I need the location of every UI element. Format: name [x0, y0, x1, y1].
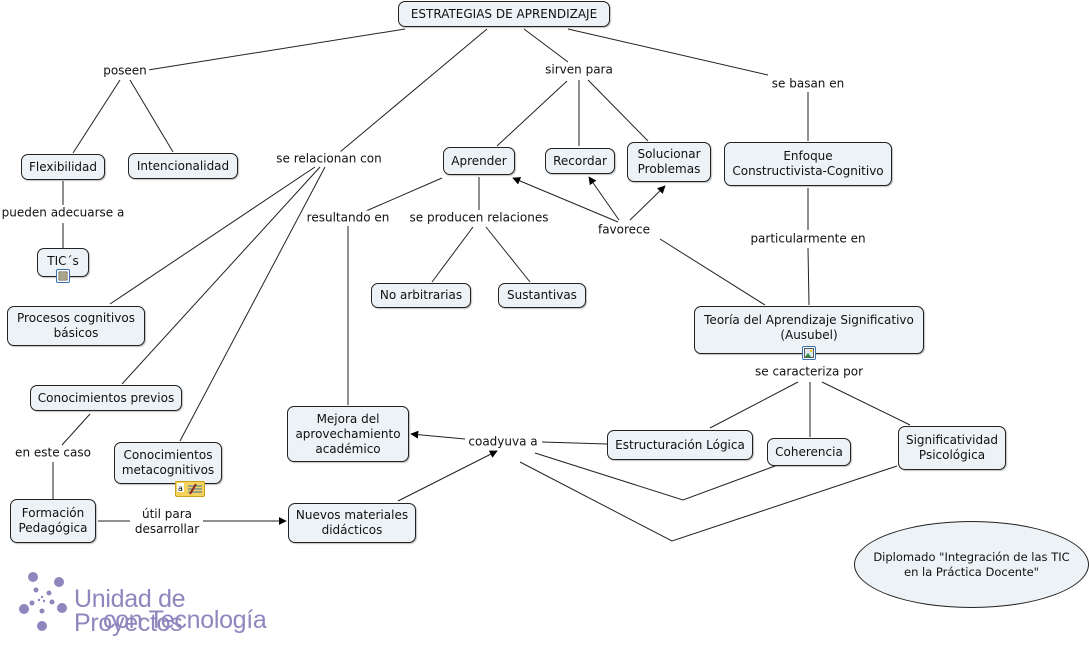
concept-estructuracion[interactable]: Estructuración Lógica	[607, 430, 753, 460]
logo-dots-icon	[19, 572, 67, 631]
concept-previos[interactable]: Conocimientos previos	[30, 385, 182, 411]
link-poseen-intenc	[129, 79, 174, 153]
concept-procesos[interactable]: Procesos cognitivos básicos	[7, 306, 145, 346]
concept-enfoque[interactable]: Enfoque Constructivista-Cognitivo	[724, 142, 892, 186]
annotation-icon[interactable]: a	[175, 481, 205, 497]
concept-solucionar[interactable]: Solucionar Problemas	[627, 142, 711, 182]
concept-flexibilidad[interactable]: Flexibilidad	[21, 154, 105, 180]
link-teoria-favorece	[659, 238, 766, 306]
link-root-basan	[567, 28, 769, 76]
linking-resultando-en[interactable]: resultando en	[304, 210, 392, 226]
link-partic-teoria	[807, 247, 810, 306]
link-relac-previos	[121, 166, 321, 385]
logo-line-1: Unidad de Proyectos	[74, 585, 186, 637]
link-coherencia-coadyuva-path	[534, 452, 776, 501]
concept-no-arbitrarias[interactable]: No arbitrarias	[371, 283, 471, 308]
concept-aprender[interactable]: Aprender	[443, 147, 515, 175]
link-favorece-recordar	[588, 176, 620, 221]
linking-util-para-desarrollar[interactable]: útil para desarrollar	[132, 507, 202, 537]
svg-text:a: a	[178, 484, 183, 493]
concept-root[interactable]: ESTRATEGIAS DE APRENDIZAJE	[398, 1, 610, 27]
link-nuevos-coadyuva	[397, 450, 498, 502]
link-sirven-aprender	[496, 80, 568, 147]
linking-coadyuva-a[interactable]: coadyuva a	[466, 434, 540, 450]
linking-poseen[interactable]: poseen	[101, 63, 149, 79]
link-coadyuva-mejora	[410, 430, 466, 440]
link-relac-meta	[179, 166, 326, 442]
link-previos-caso	[61, 413, 91, 446]
linking-en-este-caso[interactable]: en este caso	[13, 445, 93, 461]
concept-coherencia[interactable]: Coherencia	[767, 438, 851, 466]
link-root-relac	[339, 28, 488, 153]
logo-line-2: con Tecnología	[103, 606, 267, 634]
concept-mejora[interactable]: Mejora del aprovechamiento académico	[287, 406, 409, 462]
linking-se-caracteriza-por[interactable]: se caracteriza por	[753, 364, 865, 380]
link-caract-signif	[821, 381, 911, 426]
link-favorece-aprender	[512, 177, 619, 223]
link-estruct-coadyuva	[541, 441, 608, 445]
link-producen-sust	[485, 226, 531, 283]
link-signif-coadyuva-path	[519, 461, 898, 542]
link-aprender-resultando	[365, 177, 443, 212]
concept-recordar[interactable]: Recordar	[545, 148, 615, 174]
linking-sirven-para[interactable]: sirven para	[543, 62, 615, 78]
linking-particularmente-en[interactable]: particularmente en	[748, 231, 868, 247]
document-icon[interactable]	[56, 269, 70, 283]
link-root-poseen	[147, 28, 406, 71]
concept-sustantivas[interactable]: Sustantivas	[498, 283, 586, 308]
linking-favorece[interactable]: favorece	[595, 222, 653, 238]
linking-se-basan-en[interactable]: se basan en	[769, 76, 847, 92]
concept-meta[interactable]: Conocimientos metacognitivos	[114, 442, 222, 484]
image-icon[interactable]	[802, 346, 816, 360]
link-producen-noarb	[431, 226, 474, 283]
link-relac-procesos	[109, 166, 316, 305]
linking-se-relacionan-con[interactable]: se relacionan con	[274, 151, 384, 167]
link-caract-estruct	[709, 381, 799, 429]
linking-se-producen-relaciones[interactable]: se producen relaciones	[407, 210, 551, 226]
link-poseen-flex	[72, 79, 121, 154]
concept-nuevos[interactable]: Nuevos materiales didácticos	[288, 503, 416, 543]
linking-pueden-adecuarse-a[interactable]: pueden adecuarse a	[0, 205, 127, 221]
diplomado-badge: Diplomado "Integración de las TIC en la …	[854, 521, 1089, 608]
concept-significatividad[interactable]: Significatividad Psicológica	[898, 426, 1006, 470]
concept-intencionalidad[interactable]: Intencionalidad	[128, 153, 238, 179]
concept-formacion[interactable]: Formación Pedagógica	[10, 499, 96, 543]
link-root-sirven	[523, 28, 569, 63]
link-sirven-solucionar	[587, 79, 649, 142]
unidad-proyectos-logo: Unidad de Proyectos con Tecnología	[18, 570, 298, 636]
link-favorece-solucionar	[629, 185, 666, 221]
